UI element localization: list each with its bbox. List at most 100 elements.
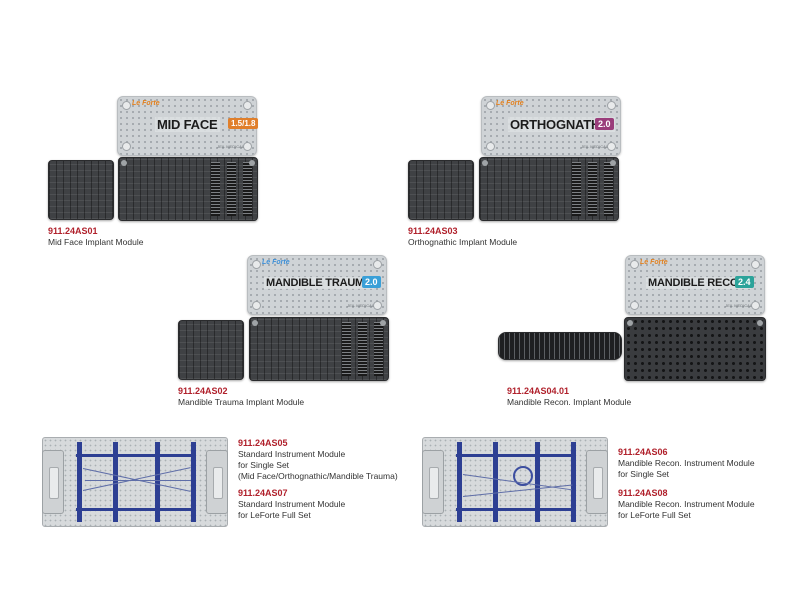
lid-knob — [630, 260, 639, 269]
size-badge: 1.5/1.8 — [228, 118, 259, 129]
lid-knob — [630, 301, 639, 310]
brand-logo: Le Forte — [640, 259, 668, 266]
product-code: 911.24AS08 — [618, 488, 668, 498]
size-badge: 2.0 — [362, 276, 381, 288]
rack-bracket — [535, 441, 540, 523]
screw-rail — [572, 161, 581, 217]
product-code: 911.24AS05 — [238, 438, 288, 448]
product-description: Orthognathic Implant Module — [408, 237, 518, 247]
screw-rail — [604, 161, 613, 217]
brand-logo: Le Forte — [262, 259, 290, 266]
rack-handle — [586, 450, 608, 514]
product-code: 911.24AS04.01 — [507, 386, 570, 396]
product-description-line: Mandible Recon. Instrument Module — [618, 458, 755, 468]
mandible-recon-insert-tray — [498, 332, 622, 360]
instrument-ring — [513, 466, 533, 486]
tray-corner — [252, 320, 258, 326]
tray-corner — [380, 320, 386, 326]
product-mid-face: 911.24AS01 Mid Face Implant Module — [48, 226, 143, 248]
tray-corner — [121, 160, 127, 166]
product-description-line: for LeForte Full Set — [618, 510, 691, 520]
tray-corner — [610, 160, 616, 166]
screw-rail — [211, 161, 220, 217]
mandible-trauma-base-tray — [249, 317, 389, 381]
lid-knob — [373, 301, 382, 310]
lid-knob — [243, 101, 252, 110]
screw-rail — [243, 161, 252, 217]
mid-face-base-tray — [118, 157, 258, 221]
rack-bracket — [191, 441, 196, 523]
product-description-line: Mandible Recon. Instrument Module — [618, 499, 755, 509]
manufacturer-mark: JEIL MEDICAL — [217, 144, 244, 149]
rack-rail — [456, 454, 574, 457]
product-description: Mid Face Implant Module — [48, 237, 144, 247]
tray-corner — [249, 160, 255, 166]
lid-knob — [607, 142, 616, 151]
product-standard-instrument-single: 911.24AS05 Standard Instrument Module fo… — [238, 438, 398, 482]
size-badge: 2.4 — [735, 276, 754, 288]
lid-knob — [751, 260, 760, 269]
brand-logo: Le Forte — [496, 100, 524, 107]
orthognathic-insert-tray — [408, 160, 474, 220]
product-recon-instrument-single: 911.24AS06 Mandible Recon. Instrument Mo… — [618, 447, 755, 480]
screw-rail — [227, 161, 236, 217]
lid-plate-label: MANDIBLE RECON. — [646, 277, 751, 289]
product-mandible-trauma: 911.24AS02 Mandible Trauma Implant Modul… — [178, 386, 304, 408]
recon-instrument-rack — [422, 437, 608, 527]
product-orthognathic: 911.24AS03 Orthognathic Implant Module — [408, 226, 517, 248]
rack-handle — [422, 450, 444, 514]
lid-knob — [486, 142, 495, 151]
orthognathic-base-tray — [479, 157, 619, 221]
screw-rail — [374, 321, 383, 377]
mandible-recon-lid: Le Forte MANDIBLE RECON. 2.4 JEIL MEDICA… — [625, 255, 765, 315]
product-description: Mandible Trauma Implant Module — [178, 397, 305, 407]
tray-corner — [757, 320, 763, 326]
manufacturer-mark: JEIL MEDICAL — [581, 144, 608, 149]
lid-knob — [252, 301, 261, 310]
screw-rail — [588, 161, 597, 217]
rack-handle — [42, 450, 64, 514]
lid-knob — [607, 101, 616, 110]
tray-corner — [482, 160, 488, 166]
lid-plate-label: MANDIBLE TRAUMA — [264, 277, 374, 289]
size-badge: 2.0 — [595, 118, 614, 130]
mandible-trauma-lid: Le Forte MANDIBLE TRAUMA 2.0 JEIL MEDICA… — [247, 255, 387, 315]
screw-rail — [342, 321, 351, 377]
product-description: Mandible Recon. Implant Module — [507, 397, 632, 407]
mandible-trauma-insert-tray — [178, 320, 244, 380]
manufacturer-mark: JEIL MEDICAL — [347, 303, 374, 308]
rack-bracket — [77, 441, 82, 523]
instrument — [85, 480, 191, 481]
rack-bracket — [155, 441, 160, 523]
rack-handle — [206, 450, 228, 514]
mid-face-insert-tray — [48, 160, 114, 220]
product-mandible-recon: 911.24AS04.01 Mandible Recon. Implant Mo… — [507, 386, 631, 408]
product-description-line: (Mid Face/Orthognathic/Mandible Trauma) — [238, 471, 398, 481]
rack-rail — [76, 454, 194, 457]
mid-face-lid: Le Forte MID FACE 1.5/1.8 JEIL MEDICAL — [117, 96, 259, 156]
product-recon-instrument-full: 911.24AS08 Mandible Recon. Instrument Mo… — [618, 488, 755, 521]
standard-instrument-rack — [42, 437, 228, 527]
manufacturer-mark: JEIL MEDICAL — [725, 303, 752, 308]
product-code: 911.24AS02 — [178, 386, 228, 396]
lid-knob — [751, 301, 760, 310]
product-description-line: for Single Set — [618, 469, 670, 479]
product-standard-instrument-full: 911.24AS07 Standard Instrument Module fo… — [238, 488, 345, 521]
lid-knob — [486, 101, 495, 110]
instrument — [462, 484, 573, 497]
rack-bracket — [571, 441, 576, 523]
orthognathic-lid: Le Forte ORTHOGNATHIC 2.0 JEIL MEDICAL — [481, 96, 621, 156]
rack-bracket — [457, 441, 462, 523]
lid-plate-label: MID FACE — [155, 117, 220, 132]
product-code: 911.24AS01 — [48, 226, 98, 236]
product-code: 911.24AS06 — [618, 447, 668, 457]
product-description-line: Standard Instrument Module — [238, 499, 346, 509]
product-code: 911.24AS03 — [408, 226, 458, 236]
lid-plate-label: ORTHOGNATHIC — [508, 117, 615, 132]
product-description-line: for LeForte Full Set — [238, 510, 311, 520]
product-code: 911.24AS07 — [238, 488, 288, 498]
rack-bracket — [493, 441, 498, 523]
lid-knob — [122, 142, 131, 151]
rack-rail — [456, 508, 574, 511]
screw-rail — [358, 321, 367, 377]
